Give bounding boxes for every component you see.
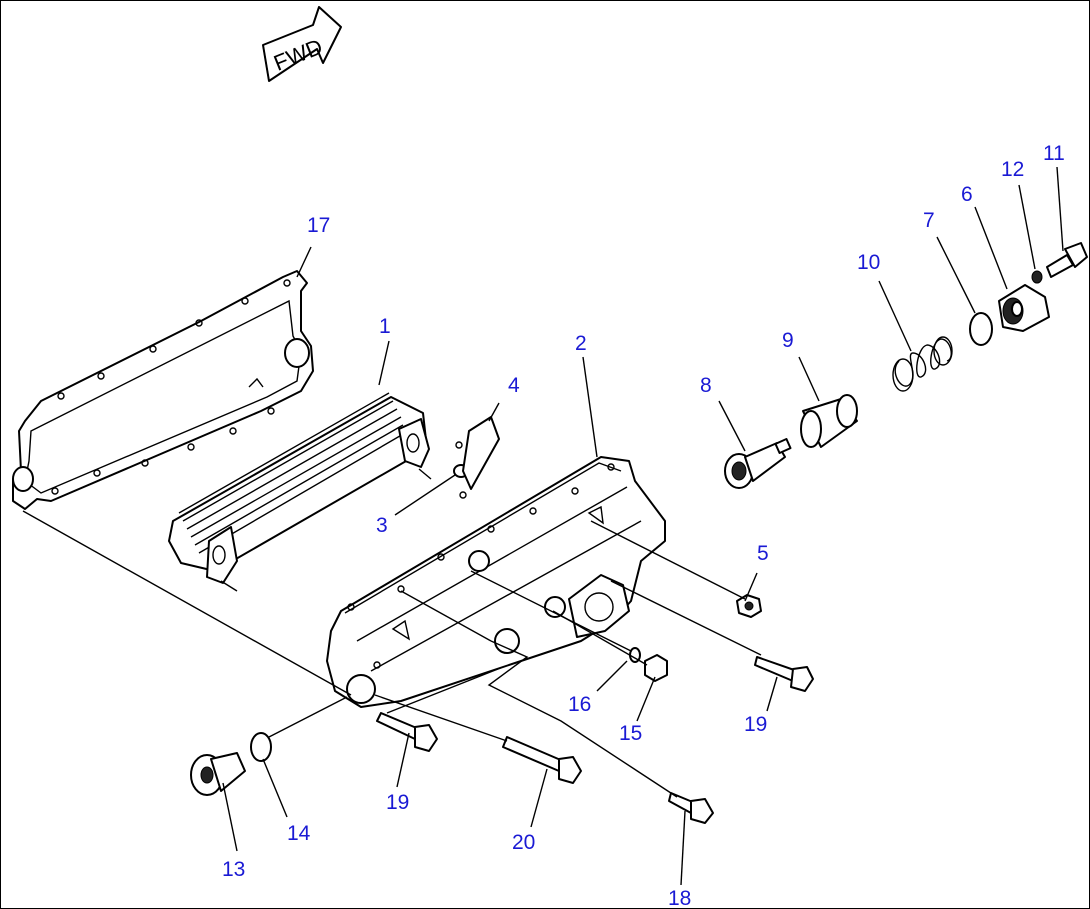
callout-12: 12 <box>1001 158 1024 181</box>
plug-13-part <box>190 752 246 796</box>
callout-11: 11 <box>1043 142 1065 165</box>
plug-15-part <box>644 654 668 682</box>
callout-13: 13 <box>222 858 245 881</box>
nut-part <box>736 594 762 618</box>
valve-part <box>724 437 792 489</box>
cover-part <box>998 284 1050 332</box>
callout-17: 17 <box>307 214 330 237</box>
callout-8: 8 <box>700 374 712 397</box>
callout-18: 18 <box>668 887 691 908</box>
callout-19-left: 19 <box>386 791 409 814</box>
callout-9: 9 <box>782 329 794 352</box>
bolt-11-part <box>1046 242 1088 278</box>
callout-2: 2 <box>575 332 587 355</box>
callout-19-right: 19 <box>744 713 767 736</box>
callout-7: 7 <box>923 209 935 232</box>
oil-cooler-core-part <box>168 392 432 592</box>
bolt-20-part <box>502 736 582 784</box>
leader-lines <box>22 166 1064 886</box>
o-ring-14-part <box>250 732 272 762</box>
washer-part <box>1031 270 1043 284</box>
cover-plate-part <box>455 416 500 499</box>
spring-part <box>892 336 953 392</box>
callout-14: 14 <box>287 822 311 845</box>
gasket-part <box>12 270 314 510</box>
fwd-arrow-icon: FWD <box>262 6 342 82</box>
callout-3: 3 <box>376 514 388 537</box>
seal-part <box>969 312 993 346</box>
sleeve-part <box>800 394 858 448</box>
callout-15: 15 <box>619 722 642 745</box>
callout-1: 1 <box>379 315 391 338</box>
callout-labels: 1 2 3 4 5 6 7 8 9 10 11 12 13 14 15 16 1… <box>222 142 1065 908</box>
bolt-18-part <box>668 792 714 824</box>
callout-5: 5 <box>757 542 769 565</box>
callout-20: 20 <box>512 831 535 854</box>
bolt-19-right-part <box>754 656 814 692</box>
callout-16: 16 <box>568 693 591 716</box>
callout-6: 6 <box>961 183 973 206</box>
cooler-case-part <box>326 456 666 708</box>
callout-4: 4 <box>508 374 520 397</box>
bolt-19-left-part <box>376 712 438 752</box>
callout-10: 10 <box>857 251 880 274</box>
